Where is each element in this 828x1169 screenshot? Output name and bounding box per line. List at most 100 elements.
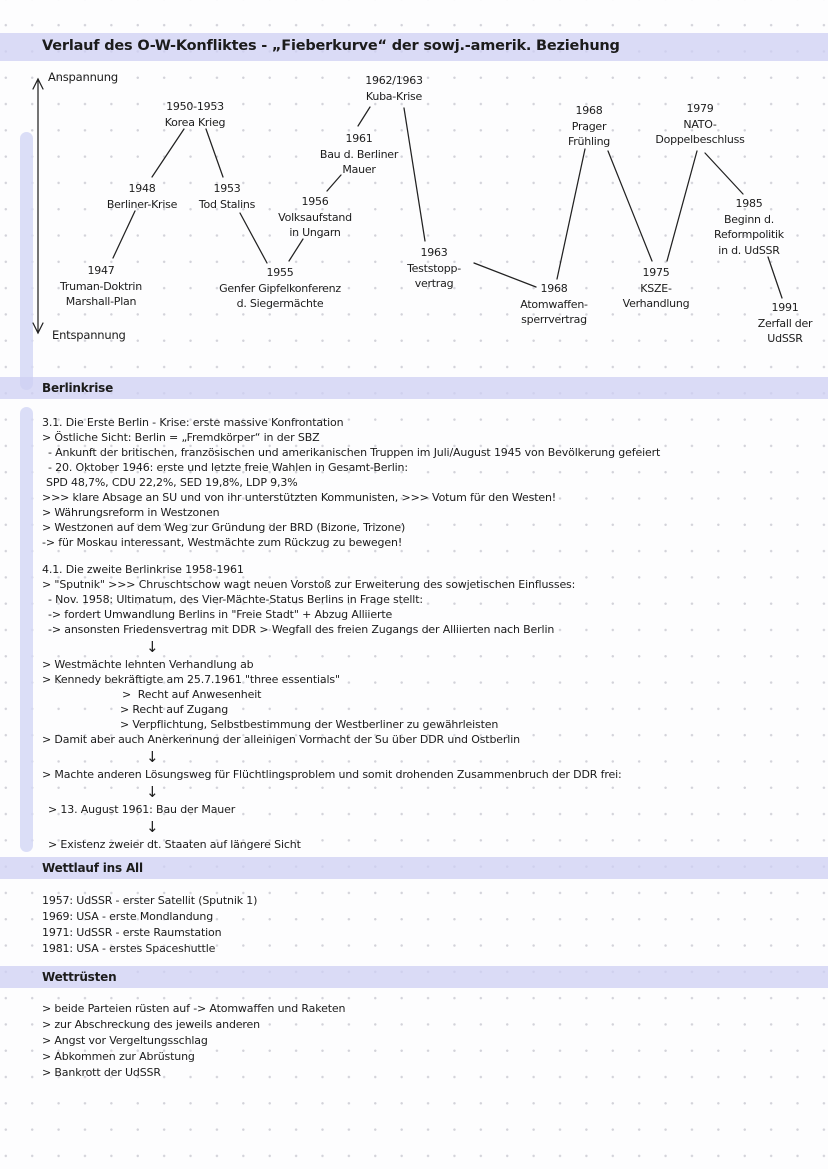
note-line: > Westzonen auf dem Weg zur Gründung der…	[42, 521, 406, 534]
section-title-berlinkrise: Berlinkrise	[42, 381, 114, 395]
note-line: > Damit aber auch Anerkennung der allein…	[42, 733, 520, 746]
flow-arrow-icon: ↓	[146, 748, 159, 766]
timeline-event-label: Mauer	[342, 163, 376, 177]
note-line: 3.1. Die Erste Berlin - Krise: erste mas…	[42, 416, 344, 429]
timeline-event-year: 1975	[642, 266, 670, 279]
axis-top-label: Anspannung	[48, 70, 118, 84]
timeline-event-year: 1948	[128, 182, 156, 195]
note-line: 1969: USA - erste Mondlandung	[42, 910, 214, 923]
note-line: > Bankrott der UdSSR	[42, 1066, 161, 1079]
flow-arrow-icon: ↓	[146, 783, 159, 801]
note-line: > Verpflichtung, Selbstbestimmung der We…	[120, 718, 499, 731]
timeline-event-year: 1963	[420, 246, 448, 259]
timeline-event-label: d. Siegermächte	[236, 297, 324, 311]
berlinkrise-notes: 3.1. Die Erste Berlin - Krise: erste mas…	[42, 415, 660, 852]
note-line: >>> klare Absage an SU und von ihr unter…	[42, 491, 557, 504]
timeline-event-label: UdSSR	[767, 332, 803, 346]
wettruesten-notes: > beide Parteien rüsten auf -> Atomwaffe…	[42, 1001, 345, 1081]
timeline-event-label: Tod Stalins	[198, 197, 256, 211]
page-title: Verlauf des O-W-Konfliktes - „Fieberkurv…	[42, 38, 620, 54]
timeline-event-year: 1955	[266, 266, 294, 279]
timeline-event-label: NATO-	[683, 117, 717, 131]
note-line: - 20. Oktober 1946: erste und letzte fre…	[48, 461, 408, 474]
note-line: > Recht auf Zugang	[120, 703, 229, 716]
note-line: 1981: USA - erstes Spaceshuttle	[42, 942, 216, 955]
note-line: > Abkommen zur Abrüstung	[42, 1050, 195, 1063]
timeline-event-label: in Ungarn	[289, 226, 341, 240]
section-band-wettlauf: Wettlauf ins All	[0, 857, 828, 879]
note-line: -> ansonsten Friedensvertrag mit DDR > W…	[48, 623, 555, 636]
timeline-event-year: 1968	[575, 104, 603, 117]
timeline-event-label: in d. UdSSR	[718, 244, 780, 258]
note-line: > zur Abschreckung des jeweils anderen	[42, 1018, 260, 1031]
timeline-event-label: Truman-Doktrin	[60, 279, 142, 293]
berlinkrise-highlight-bar	[20, 407, 33, 852]
note-line: > Machte anderen Lösungsweg für Flüchtli…	[42, 768, 622, 781]
note-line: > Westmächte lehnten Verhandlung ab	[42, 658, 254, 671]
timeline-event-year: 1961	[345, 132, 373, 145]
note-line: 4.1. Die zweite Berlinkrise 1958-1961	[42, 563, 244, 576]
section-band-wettruesten: Wettrüsten	[0, 966, 828, 988]
timeline-event-label: Kuba-Krise	[365, 89, 423, 103]
timeline-event-label: Teststopp-	[407, 261, 461, 275]
timeline-event-label: Atomwaffen-	[520, 297, 588, 311]
timeline-event-label: Beginn d.	[723, 212, 775, 226]
timeline-event-year: 1979	[686, 102, 714, 115]
note-line: > beide Parteien rüsten auf -> Atomwaffe…	[42, 1002, 346, 1015]
note-line: - Nov. 1958: Ultimatum, des Vier-Mächte-…	[48, 593, 423, 606]
timeline-event-label: Berliner-Krise	[106, 197, 178, 211]
note-line: -> für Moskau interessant, Westmächte zu…	[42, 536, 403, 549]
timeline-event-label: Genfer Gipfelkonferenz	[219, 281, 341, 295]
note-line: > Existenz zweier dt. Staaten auf länger…	[48, 838, 301, 851]
section-band-berlinkrise: Berlinkrise	[0, 377, 828, 399]
note-line: > "Sputnik" >>> Chruschtschow wagt neuen…	[42, 578, 576, 591]
timeline-event-label: Doppelbeschluss	[655, 133, 745, 147]
timeline-highlight-bar	[20, 132, 33, 390]
wettlauf-notes: 1957: UdSSR - erster Satellit (Sputnik 1…	[42, 893, 257, 957]
timeline-event-year: 1985	[735, 197, 763, 210]
note-line: > Kennedy bekräftigte am 25.7.1961 "thre…	[42, 673, 340, 686]
note-line: - Ankunft der britischen, französischen …	[48, 446, 661, 459]
note-line: 1957: UdSSR - erster Satellit (Sputnik 1…	[42, 894, 258, 907]
timeline-event-label: Marshall-Plan	[65, 295, 137, 309]
tension-axis-arrow-icon	[32, 77, 44, 335]
timeline-event-year: 1950-1953	[166, 100, 224, 113]
axis-bottom-label: Entspannung	[52, 328, 126, 342]
section-title-wettruesten: Wettrüsten	[42, 970, 117, 984]
flow-arrow-icon: ↓	[146, 638, 159, 656]
timeline-event-label: Prager	[571, 119, 607, 133]
note-line: > 13. August 1961: Bau der Mauer	[48, 803, 236, 816]
timeline-event-year: 1947	[87, 264, 115, 277]
blank-line	[42, 550, 660, 562]
timeline-connector-lines	[32, 77, 783, 335]
flow-arrow-icon: ↓	[146, 818, 159, 836]
timeline-event-label: Reformpolitik	[714, 228, 784, 242]
note-line: > Recht auf Anwesenheit	[122, 688, 262, 701]
timeline-event-label: Volksaufstand	[278, 210, 352, 224]
timeline-event-year: 1956	[301, 195, 329, 208]
timeline-event-label: Frühling	[567, 135, 611, 149]
note-line: -> fordert Umwandlung Berlins in "Freie …	[48, 608, 393, 621]
timeline-event-label: Zerfall der	[757, 316, 813, 330]
note-line: > Angst vor Vergeltungsschlag	[42, 1034, 208, 1047]
timeline-event-year: 1962/1963	[365, 74, 423, 87]
title-band: Verlauf des O-W-Konfliktes - „Fieberkurv…	[0, 33, 828, 61]
note-line: SPD 48,7%, CDU 22,2%, SED 19,8%, LDP 9,3…	[46, 476, 298, 489]
timeline-event-label: Bau d. Berliner	[319, 147, 399, 161]
timeline-event-label: Korea Krieg	[164, 115, 226, 129]
timeline-event-label: vertrag	[414, 277, 454, 291]
